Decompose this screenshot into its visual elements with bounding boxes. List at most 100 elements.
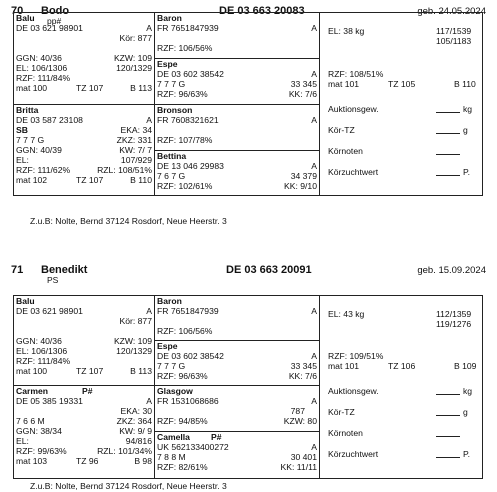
sire-dam-number: 33 345	[290, 79, 317, 89]
sire-dam-name: Espe	[157, 341, 178, 351]
sire-name: Balu	[16, 13, 35, 23]
sire-b: B 113	[130, 366, 152, 376]
sire-el-r: 120/1329	[116, 63, 152, 73]
sire-grade: A	[146, 306, 152, 316]
sire-dam-grade: A	[311, 351, 317, 361]
dam-sire-id: FR 1531068686	[157, 396, 219, 406]
dam-eka: EKA: 30	[120, 406, 152, 416]
sire-el: EL: 106/1306	[16, 63, 68, 73]
own-mat: mat 101	[328, 361, 360, 371]
dam-el: EL:	[16, 436, 29, 446]
dam-grade: A	[146, 115, 152, 125]
dam-b: B 98	[134, 456, 152, 466]
sire-id: DE 03 621 98901	[16, 23, 83, 33]
korzuchtwert-label: Körzuchtwert	[328, 449, 379, 459]
dam-sire-rzf: RZF: 94/85%	[157, 416, 208, 426]
kornoten-blank	[436, 146, 460, 155]
auction-weight-label: Auktionsgew.	[328, 386, 379, 396]
sire-mat: mat 100	[16, 366, 48, 376]
sire-tz: TZ 107	[76, 83, 104, 93]
sire-name: Balu	[16, 296, 35, 306]
sire-dam-score: 7 7 7 G	[157, 361, 186, 371]
korzuchtwert-blank	[436, 449, 460, 458]
dam-rzl: RZL: 101/34%	[97, 446, 152, 456]
sire-dam-id: DE 03 602 38542	[157, 69, 224, 79]
dam-dam-name: Camella	[157, 432, 190, 442]
auction-weight-unit: kg	[463, 104, 473, 114]
dam-b: B 110	[130, 175, 152, 185]
dam-tz: TZ 96	[76, 456, 99, 466]
dam-mat: mat 103	[16, 456, 48, 466]
sire-dam-grade: A	[311, 69, 317, 79]
sire-ggn: GGN: 40/36	[16, 53, 62, 63]
dam-kw: KW: 9/ 9	[119, 426, 152, 436]
dam-cell: Carmen P# DE 05 385 19331 A EKA: 30 7 6 6 …	[14, 386, 154, 480]
auction-weight-blank	[436, 104, 460, 113]
kornoten-label: Körnoten	[328, 146, 363, 156]
dam-grade: A	[146, 396, 152, 406]
animal-name: Benedikt	[41, 264, 88, 276]
sire-dam-kk: KK: 7/6	[288, 371, 317, 381]
kor-tz-unit: g	[463, 125, 468, 135]
own-b: B 110	[454, 79, 476, 89]
sire-id: DE 03 621 98901	[16, 306, 83, 316]
dam-sire-id: FR 7608321621	[157, 115, 219, 125]
dam-ggn: GGN: 38/34	[16, 426, 62, 436]
own-el-1: 112/1359	[436, 309, 472, 319]
dam-sire-grade: A	[311, 115, 317, 125]
sire-rzf: RZF: 111/84%	[16, 73, 71, 83]
dam-sb: SB	[16, 125, 28, 135]
sire-ggn: GGN: 40/36	[16, 336, 62, 346]
kor-tz-unit: g	[463, 407, 468, 417]
dam-dam-number: 30 401	[290, 452, 317, 462]
entry-number: 71	[11, 264, 24, 276]
own-el-2: 119/1276	[436, 319, 472, 329]
dam-kw: KW: 7/ 7	[119, 145, 152, 155]
own-tz: TZ 106	[388, 361, 416, 371]
dam-sire-rzf: RZF: 107/78%	[157, 135, 213, 145]
sire-cell: Balu DE 03 621 98901 A Kör: 877 GGN: 40/3…	[14, 13, 154, 105]
own-b: B 109	[454, 361, 477, 371]
kornoten-label: Körnoten	[328, 428, 363, 438]
own-el: EL: 38 kg	[328, 26, 365, 36]
genotype: pp#	[47, 16, 62, 26]
sire-sire-id: FR 7651847939	[157, 23, 219, 33]
dam-dam-id: DE 13 046 29983	[157, 161, 224, 171]
sire-mat: mat 100	[16, 83, 48, 93]
dam-zkz: ZKZ: 364	[116, 416, 152, 426]
dam-mat: mat 102	[16, 175, 48, 185]
kor-tz-label: Kör-TZ	[328, 407, 355, 417]
dam-dam-grade: A	[311, 442, 317, 452]
dam-eka: EKA: 34	[120, 125, 152, 135]
dam-name: Carmen	[16, 386, 48, 396]
sire-sire-id: FR 7651847939	[157, 306, 219, 316]
dam-sire-kzw: KZW: 80	[283, 416, 317, 426]
kor-tz-blank	[436, 407, 460, 416]
breeder-footer: Z.u.B: Nolte, Bernd 37124 Rosdorf, Neue …	[30, 481, 227, 491]
animal-name: Bodo	[41, 5, 70, 17]
dam-dam-genotype: P#	[211, 432, 222, 442]
registration-number: DE 03 663 20091	[226, 264, 312, 276]
sire-kor: Kör: 877	[119, 33, 153, 43]
sire-tz: TZ 107	[76, 366, 104, 376]
dam-id: DE 05 385 19331	[16, 396, 83, 406]
dam-genotype: P#	[82, 386, 93, 396]
sire-grade: A	[146, 23, 152, 33]
catalog-entry: 70 Bodo pp# DE 03 663 20083 geb. 24.05.2…	[0, 0, 497, 226]
sire-sire-grade: A	[311, 23, 317, 33]
sire-dam-id: DE 03 602 38542	[157, 351, 224, 361]
dam-score: 7 6 6 M	[16, 416, 45, 426]
sire-rzf: RZF: 111/84%	[16, 356, 71, 366]
auction-weight-label: Auktionsgew.	[328, 104, 379, 114]
birth-date: geb. 15.09.2024	[417, 265, 486, 276]
kornoten-blank	[436, 428, 460, 437]
dam-rzf: RZF: 99/63%	[16, 446, 67, 456]
